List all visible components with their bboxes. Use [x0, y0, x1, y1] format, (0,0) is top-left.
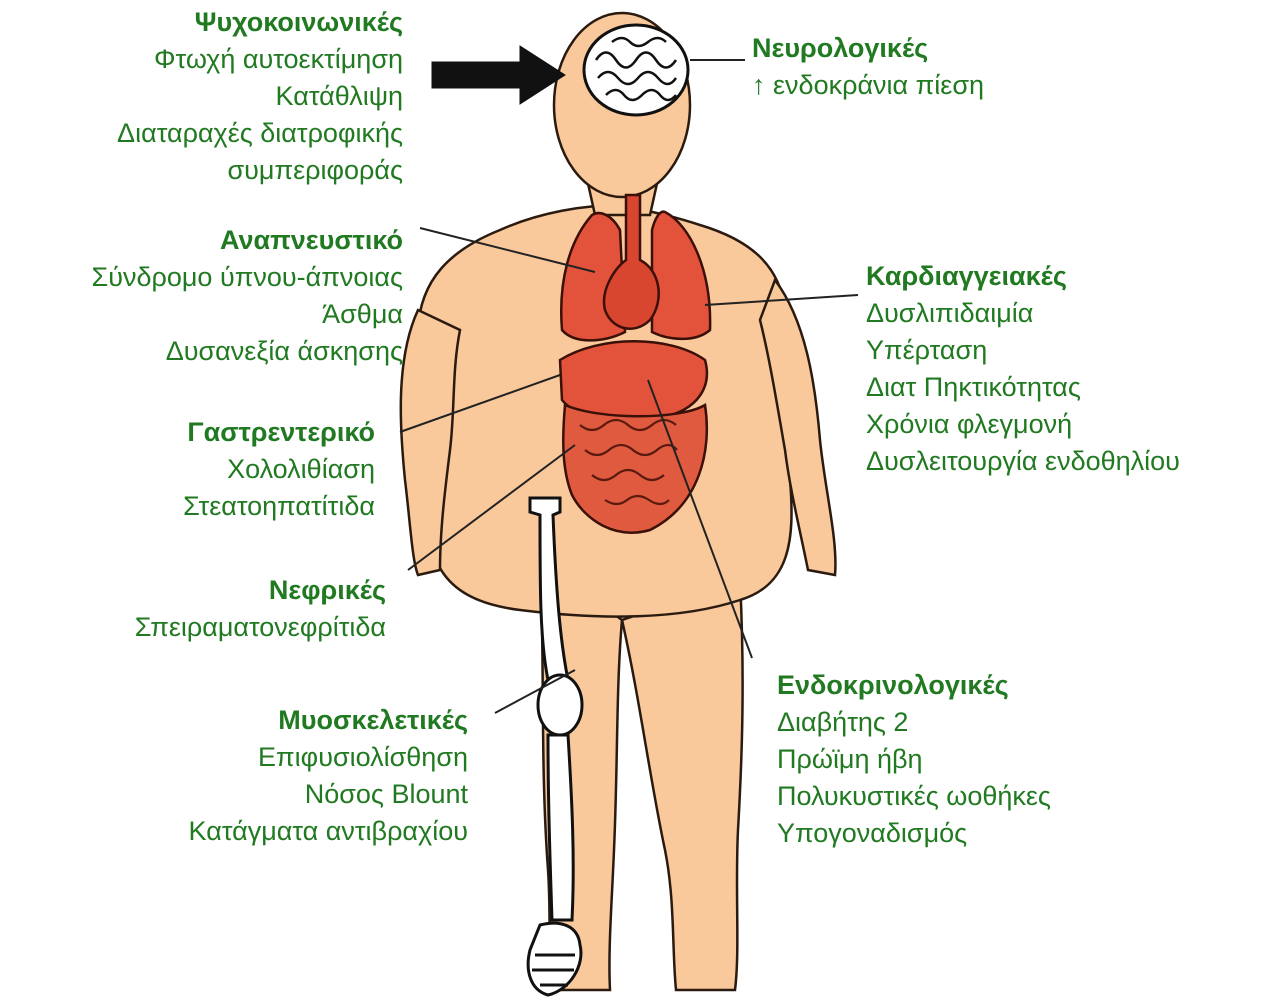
- list-item: Χολολιθίαση: [60, 451, 375, 488]
- list-item: Επιφυσιολίσθηση: [100, 739, 468, 776]
- list-item: Δυσανεξία άσκησης: [0, 333, 403, 370]
- organs: [560, 195, 710, 533]
- group-title: Νευρολογικές: [752, 30, 1072, 67]
- list-item: Πολυκυστικές ωοθήκες: [777, 778, 1157, 815]
- list-item: Δυσλειτουργία ενδοθηλίου: [866, 443, 1256, 480]
- group-musculoskeletal: Μυοσκελετικές Επιφυσιολίσθηση Νόσος Blou…: [100, 702, 468, 850]
- arrow-icon: [432, 46, 565, 104]
- group-title: Αναπνευστικό: [0, 222, 403, 259]
- list-item: Σύνδρομο ύπνου-άπνοιας: [0, 259, 403, 296]
- list-item: Κατάθλιψη: [30, 78, 403, 115]
- list-item: Στεατοηπατίτιδα: [60, 488, 375, 525]
- group-respiratory: Αναπνευστικό Σύνδρομο ύπνου-άπνοιας Άσθμ…: [0, 222, 403, 370]
- list-item: Πρώϊμη ήβη: [777, 741, 1157, 778]
- brain: [584, 25, 688, 115]
- list-item: Χρόνια φλεγμονή: [866, 406, 1256, 443]
- group-title: Ενδοκρινολογικές: [777, 667, 1157, 704]
- list-item: Διατ Πηκτικότητας: [866, 369, 1256, 406]
- group-title: Νεφρικές: [50, 572, 386, 609]
- list-item: Υπέρταση: [866, 332, 1256, 369]
- group-neurological: Νευρολογικές ↑ ενδοκράνια πίεση: [752, 30, 1072, 104]
- list-item: Σπειραματονεφρίτιδα: [50, 609, 386, 646]
- list-item: συμπεριφοράς: [30, 152, 403, 189]
- group-title: Ψυχοκοινωνικές: [30, 4, 403, 41]
- list-item: Κατάγματα αντιβραχίου: [100, 813, 468, 850]
- list-item: ↑ ενδοκράνια πίεση: [752, 67, 1072, 104]
- group-gastrointestinal: Γαστρεντερικό Χολολιθίαση Στεατοηπατίτιδ…: [60, 414, 375, 525]
- group-title: Μυοσκελετικές: [100, 702, 468, 739]
- list-item: Νόσος Blount: [100, 776, 468, 813]
- list-item: Φτωχή αυτοεκτίμηση: [30, 41, 403, 78]
- group-endocrine: Ενδοκρινολογικές Διαβήτης 2 Πρώϊμη ήβη Π…: [777, 667, 1157, 852]
- list-item: Άσθμα: [0, 296, 403, 333]
- list-item: Υπογοναδισμός: [777, 815, 1157, 852]
- list-item: Διαβήτης 2: [777, 704, 1157, 741]
- list-item: Διαταραχές διατροφικής: [30, 115, 403, 152]
- group-title: Γαστρεντερικό: [60, 414, 375, 451]
- group-renal: Νεφρικές Σπειραματονεφρίτιδα: [50, 572, 386, 646]
- group-psychosocial: Ψυχοκοινωνικές Φτωχή αυτοεκτίμηση Κατάθλ…: [30, 4, 403, 189]
- group-cardiovascular: Καρδιαγγειακές Δυσλιπιδαιμία Υπέρταση Δι…: [866, 258, 1256, 480]
- group-title: Καρδιαγγειακές: [866, 258, 1256, 295]
- list-item: Δυσλιπιδαιμία: [866, 295, 1256, 332]
